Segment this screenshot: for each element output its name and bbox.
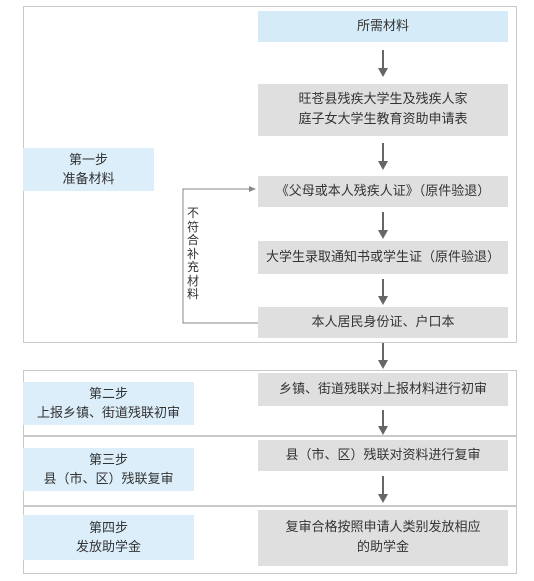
loop-label-char: 充 [186,260,199,274]
admission-notice-box: 大学生录取通知书或学生证（原件验退） [258,241,508,274]
loop-label-char: 补 [186,246,199,261]
materials-header: 所需材料 [258,11,508,42]
final-payment-line2: 的助学金 [356,540,409,555]
step2-subtitle: 上报乡镇、街道残联初审 [36,405,180,421]
arrow-down-icon [378,50,388,77]
step1-box: 第一步 准备材料 [23,148,154,191]
step4-box: 第四步 发放助学金 [23,515,194,560]
application-form-line2: 庭子女大学生教育资助申请表 [298,112,468,127]
materials-header-text: 所需材料 [356,19,409,34]
admission-notice-text: 大学生录取通知书或学生证（原件验退） [265,249,500,265]
second-review-text: 县（市、区）残联对资料进行复审 [285,447,481,463]
application-form-box: 旺苍县残疾大学生及残疾人家 庭子女大学生教育资助申请表 [258,84,508,136]
arrow-down-icon [378,410,388,435]
step3-subtitle: 县（市、区）残联复审 [43,471,174,487]
second-review-box: 县（市、区）残联对资料进行复审 [258,440,508,471]
initial-review-box: 乡镇、街道残联对上报材料进行初审 [258,373,508,406]
disability-certificate-text: 《父母或本人残疾人证》（原件验退） [275,183,491,199]
loop-label-char: 材 [186,273,199,288]
id-card-text: 本人居民身份证、户口本 [311,314,455,330]
step4-subtitle: 发放助学金 [75,539,141,555]
step2-title: 第二步 [88,386,128,402]
loop-back-connector [182,186,258,324]
final-payment-box: 复审合格按照申请人类别发放相应 的助学金 [258,510,508,566]
loop-label-char: 不 [186,206,199,220]
initial-review-text: 乡镇、街道残联对上报材料进行初审 [278,381,487,397]
step3-box: 第三步 县（市、区）残联复审 [23,448,194,491]
arrow-down-icon [378,343,388,369]
arrow-down-icon [378,279,388,305]
loop-label-char: 合 [186,233,199,247]
arrow-down-icon [378,212,388,239]
arrow-down-icon [378,476,388,503]
final-payment-line1: 复审合格按照申请人类别发放相应 [285,520,481,535]
loop-label-char: 符 [186,219,199,234]
step2-box: 第二步 上报乡镇、街道残联初审 [23,382,194,425]
loop-label: 不 符 合 补 充 材 料 [186,206,200,302]
step1-subtitle: 准备材料 [62,171,115,187]
arrow-down-icon [378,143,388,170]
step1-title: 第一步 [68,152,108,168]
application-form-line1: 旺苍县残疾大学生及残疾人家 [298,92,468,107]
step4-title: 第四步 [88,520,128,536]
id-card-box: 本人居民身份证、户口本 [258,307,508,338]
loop-label-char: 料 [186,287,199,301]
disability-certificate-box: 《父母或本人残疾人证》（原件验退） [258,176,508,207]
step3-title: 第三步 [88,452,128,468]
